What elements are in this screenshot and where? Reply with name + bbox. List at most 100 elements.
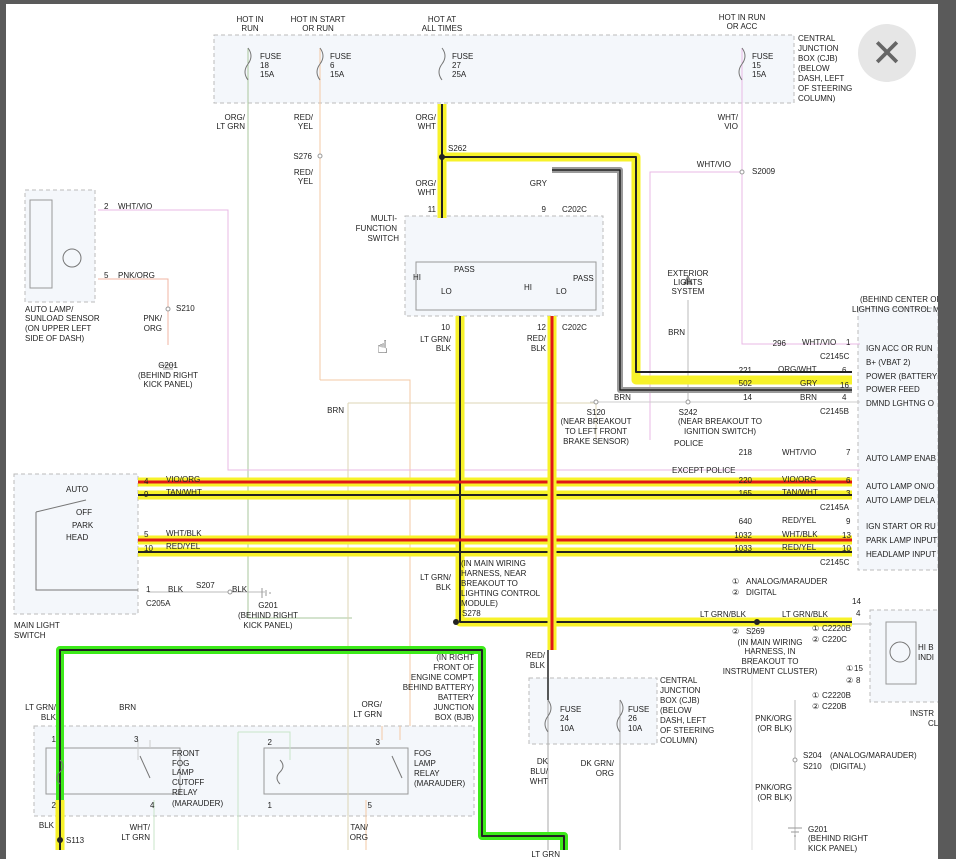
- label-s210: S210: [176, 304, 195, 313]
- switch-contacts-frame: [415, 261, 597, 311]
- label-w6: WHT: [418, 122, 436, 131]
- label-f27c: 25A: [452, 70, 467, 79]
- splice-s278: [453, 619, 459, 625]
- label-t8: OR ACC: [727, 22, 758, 31]
- label-w35: RED/YEL: [166, 542, 201, 551]
- label-pn3: 3: [846, 489, 851, 498]
- label-t5: HOT AT: [428, 15, 456, 24]
- hand-cursor-icon: ☝: [377, 337, 388, 358]
- label-pwb: POWER (BATTERY: [866, 372, 938, 381]
- label-w57: ORG: [596, 769, 614, 778]
- label-t1: HOT IN: [237, 15, 264, 24]
- label-mfs1: MULTI-: [371, 214, 397, 223]
- label-w23: WHT/VIO: [802, 338, 836, 347]
- label-exp: EXCEPT POLICE: [672, 466, 735, 475]
- label-c2145c: C2145C: [820, 352, 850, 361]
- label-ig1: IGN ACC OR RUN: [866, 344, 933, 353]
- label-pn6b: 6: [846, 476, 851, 485]
- label-n1033: 1033: [734, 544, 752, 553]
- label-pn10c: 10: [842, 544, 851, 553]
- label-mls1: MAIN LIGHT: [14, 621, 60, 630]
- label-imh4: LIGHTING CONTROL: [461, 589, 541, 598]
- splice-s242: [685, 399, 691, 405]
- label-n14: 14: [743, 393, 752, 402]
- label-cjb3: BOX (CJB): [798, 54, 838, 63]
- label-als2: SUNLOAD SENSOR: [25, 314, 100, 323]
- label-p11: 11: [428, 205, 437, 214]
- label-c2145c2: C2145C: [820, 558, 850, 567]
- main-light-switch-box: [13, 473, 139, 615]
- label-ffl1: FRONT: [172, 749, 200, 758]
- label-f15b: 15: [752, 61, 761, 70]
- label-t3: HOT IN START: [291, 15, 346, 24]
- label-f6b: 6: [330, 61, 335, 70]
- label-w10: YEL: [298, 177, 314, 186]
- label-w40: BLK: [436, 583, 452, 592]
- label-bjb1: (IN RIGHT: [436, 653, 474, 662]
- label-s210b: S210: [803, 762, 822, 771]
- label-p5: 5: [104, 271, 109, 280]
- label-imh7: HARNESS, IN: [744, 647, 795, 656]
- label-g1: G201: [158, 361, 178, 370]
- label-els1: EXTERIOR: [668, 269, 709, 278]
- label-pn1b: 1: [146, 585, 151, 594]
- label-p1a: 1: [52, 735, 57, 744]
- label-g5: (BEHIND RIGHT: [238, 611, 298, 620]
- label-w18: ORG: [144, 324, 162, 333]
- label-hi2: HI: [524, 283, 532, 292]
- label-g3: KICK PANEL): [143, 380, 193, 389]
- label-w34: WHT/BLK: [782, 530, 818, 539]
- label-hib1: HI B: [918, 643, 934, 652]
- label-brn1: BRN: [668, 328, 685, 337]
- label-dmnd: DMND LGHTNG O: [866, 399, 934, 408]
- label-g2: (BEHIND RIGHT: [138, 371, 198, 380]
- label-pn10b: 10: [144, 544, 153, 553]
- splice-s269: [754, 619, 760, 625]
- label-s204: S204: [803, 751, 822, 760]
- label-p4a: 4: [150, 801, 155, 810]
- label-imh1: (IN MAIN WIRING: [461, 559, 526, 568]
- label-bp: B+ (VBAT 2): [866, 358, 911, 367]
- label-bjb4: BEHIND BATTERY): [403, 683, 475, 692]
- label-leg2: DIGITAL: [746, 588, 777, 597]
- hi-beam-bulb-frame: [885, 621, 917, 685]
- label-cc4n: ②: [812, 702, 819, 711]
- close-button[interactable]: ✕: [858, 24, 916, 82]
- label-alo: AUTO LAMP ON/O: [866, 482, 935, 491]
- label-w33: WHT/BLK: [166, 529, 202, 538]
- label-w2: LT GRN: [216, 122, 245, 131]
- label-c202c: C202C: [562, 205, 587, 214]
- fuse-18-icon: [244, 47, 252, 81]
- label-w56: DK GRN/: [581, 759, 615, 768]
- sensor-element: [29, 199, 53, 289]
- label-pn8n: ②: [846, 676, 853, 685]
- label-cjb11: (BELOW: [660, 706, 692, 715]
- label-f15a: FUSE: [752, 52, 773, 61]
- hi-beam-bulb-icon: [889, 641, 911, 663]
- splice-s207: [227, 589, 233, 595]
- fog-lamp-relay: [263, 747, 409, 795]
- label-p10: 10: [441, 323, 450, 332]
- label-f24a: FUSE: [560, 705, 581, 714]
- label-w52: LT GRN: [353, 710, 382, 719]
- label-n221: 221: [739, 366, 753, 375]
- label-w58: BLK: [39, 821, 55, 830]
- label-w42: LT GRN/BLK: [782, 610, 829, 619]
- label-s113: S113: [66, 836, 85, 845]
- label-w17: PNK/: [143, 314, 162, 323]
- label-mfs2: FUNCTION: [356, 224, 398, 233]
- label-w3: RED/: [294, 113, 314, 122]
- label-pn4c: 4: [856, 609, 861, 618]
- label-w39: LT GRN/: [420, 573, 452, 582]
- label-imh6: (IN MAIN WIRING: [738, 638, 803, 647]
- label-nb2: TO LEFT FRONT: [565, 427, 627, 436]
- label-lcm1: (BEHIND CENTER OF: [860, 295, 938, 304]
- label-s204b: (ANALOG/MARAUDER): [830, 751, 917, 760]
- label-g4: G201: [258, 601, 278, 610]
- label-pn15: 15: [854, 664, 863, 673]
- label-pn8: 8: [856, 676, 861, 685]
- label-hib2: INDI: [918, 653, 934, 662]
- label-f27a: FUSE: [452, 52, 473, 61]
- label-leg1: ANALOG/MARAUDER: [746, 577, 828, 586]
